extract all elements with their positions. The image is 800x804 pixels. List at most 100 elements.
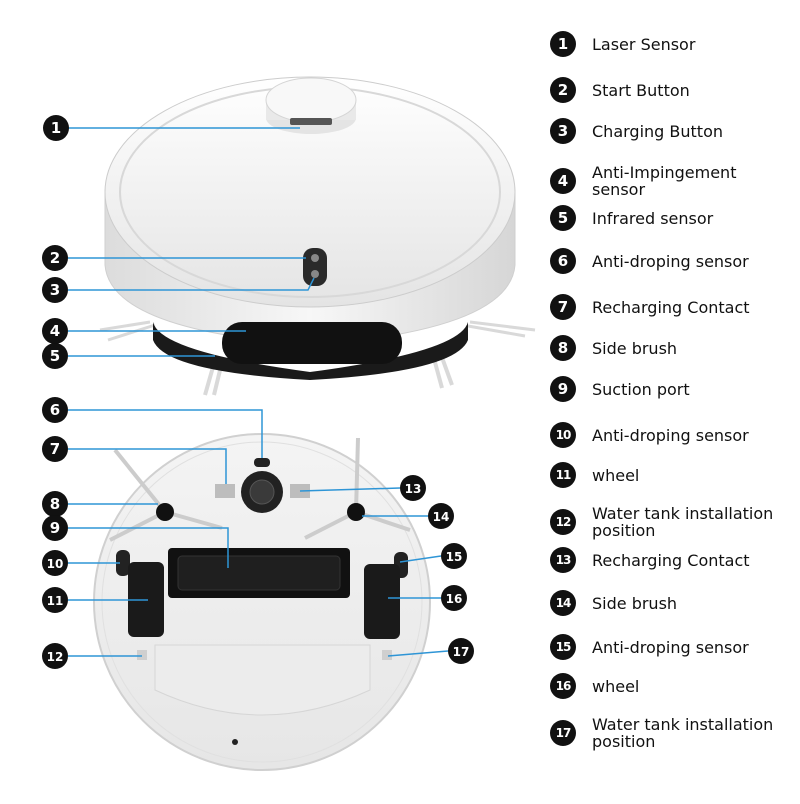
- callout-number-8: 8: [50, 495, 60, 513]
- underside-dot: [232, 739, 238, 745]
- callout-badge-7: 7: [42, 436, 68, 462]
- side-brush-right: [304, 437, 411, 540]
- legend-item-9: 9 Suction port: [550, 376, 782, 402]
- legend-label: Side brush: [592, 593, 678, 613]
- robot-lid: [104, 76, 516, 308]
- bumper-band: [153, 322, 468, 380]
- callout-badge-10: 10: [42, 550, 68, 576]
- leader-line-13: [299, 487, 401, 492]
- legend-item-5: 5 Infrared sensor: [550, 205, 782, 231]
- leader-lines: [68, 127, 449, 657]
- legend-number-badge: 12: [550, 509, 576, 535]
- callout-number-4: 4: [50, 322, 60, 340]
- callout-number-15: 15: [446, 550, 463, 564]
- callout-badge-8: 8: [42, 491, 68, 517]
- legend-number-badge: 14: [550, 590, 576, 616]
- callout-badge-2: 2: [42, 245, 68, 271]
- callout-number-17: 17: [453, 645, 470, 659]
- legend-number-badge: 17: [550, 720, 576, 746]
- legend-number-badge: 2: [550, 77, 576, 103]
- legend-number-badge: 5: [550, 205, 576, 231]
- charging-contact-left: [215, 484, 235, 498]
- callout-badge-12: 12: [42, 643, 68, 669]
- callout-number-1: 1: [51, 119, 61, 137]
- callout-number-7: 7: [50, 440, 60, 458]
- wheel-right: [364, 564, 400, 639]
- callout-number-16: 16: [446, 592, 463, 606]
- cliff-sensor-left: [116, 550, 130, 576]
- legend-label: Side brush: [592, 338, 678, 358]
- leader-line-15: [399, 555, 442, 563]
- side-brush-left: [109, 448, 223, 542]
- leader-line-7: [68, 448, 227, 484]
- button-panel: [303, 248, 327, 286]
- legend-item-16: 16 wheel: [550, 673, 782, 699]
- laser-turret-top: [265, 77, 357, 123]
- callout-badge-17: 17: [448, 638, 474, 664]
- callout-badge-1: 1: [43, 115, 69, 141]
- callout-number-10: 10: [47, 557, 64, 571]
- robot-top-view: [99, 76, 536, 396]
- callout-badge-11: 11: [42, 587, 68, 613]
- robot-bottom-view: [93, 433, 431, 771]
- callout-badge-5: 5: [42, 343, 68, 369]
- callout-badge-13: 13: [400, 475, 426, 501]
- callout-number-14: 14: [433, 510, 450, 524]
- legend-label: Start Button: [592, 80, 690, 100]
- legend-number-badge: 7: [550, 294, 576, 320]
- tank-slot-right: [382, 650, 392, 660]
- legend-item-2: 2 Start Button: [550, 77, 782, 103]
- legend-number-badge: 11: [550, 462, 576, 488]
- legend-number-badge: 16: [550, 673, 576, 699]
- legend-label: wheel: [592, 676, 640, 696]
- legend-number-badge: 15: [550, 634, 576, 660]
- callout-badge-14: 14: [428, 503, 454, 529]
- legend-label: Anti-droping sensor: [592, 425, 749, 445]
- roller-brush: [177, 555, 341, 591]
- callout-number-6: 6: [50, 401, 60, 419]
- legend-label: Recharging Contact: [592, 550, 750, 570]
- leader-line-9: [68, 527, 229, 568]
- legend-label: Water tank installation position: [592, 504, 774, 540]
- laser-window: [290, 118, 332, 125]
- side-brush-left-top: [99, 320, 156, 342]
- legend-label: wheel: [592, 465, 640, 485]
- legend-item-14: 14 Side brush: [550, 590, 782, 616]
- callout-number-13: 13: [405, 482, 422, 496]
- legend-label: Anti-droping sensor: [592, 637, 749, 657]
- legend-label: Laser Sensor: [592, 34, 696, 54]
- leader-line-3: [68, 277, 315, 291]
- legend-item-11: 11 wheel: [550, 462, 782, 488]
- legend-number-badge: 8: [550, 335, 576, 361]
- legend-item-6: 6 Anti-droping sensor: [550, 248, 782, 274]
- charging-button-dot: [311, 270, 319, 278]
- callout-number-5: 5: [50, 347, 60, 365]
- legend-number-badge: 6: [550, 248, 576, 274]
- leader-line-6: [68, 409, 263, 458]
- legend-item-8: 8 Side brush: [550, 335, 782, 361]
- legend-number-badge: 1: [550, 31, 576, 57]
- legend-label: Anti-droping sensor: [592, 251, 749, 271]
- callout-number-9: 9: [50, 519, 60, 537]
- callout-badge-3: 3: [42, 277, 68, 303]
- legend-number-badge: 9: [550, 376, 576, 402]
- callout-badge-4: 4: [42, 318, 68, 344]
- legend-label: Anti-Impingement sensor: [592, 163, 737, 199]
- legend-label: Suction port: [592, 379, 690, 399]
- front-sensor-window: [222, 322, 402, 364]
- legend-label: Infrared sensor: [592, 208, 714, 228]
- callout-badge-9: 9: [42, 515, 68, 541]
- callout-badge-16: 16: [441, 585, 467, 611]
- caster-wheel: [249, 479, 275, 505]
- start-button-dot: [311, 254, 319, 262]
- legend-item-12: 12 Water tank installation position: [550, 505, 782, 539]
- legend-label: Charging Button: [592, 121, 723, 141]
- legend-number-badge: 10: [550, 422, 576, 448]
- legend-item-15: 15 Anti-droping sensor: [550, 634, 782, 660]
